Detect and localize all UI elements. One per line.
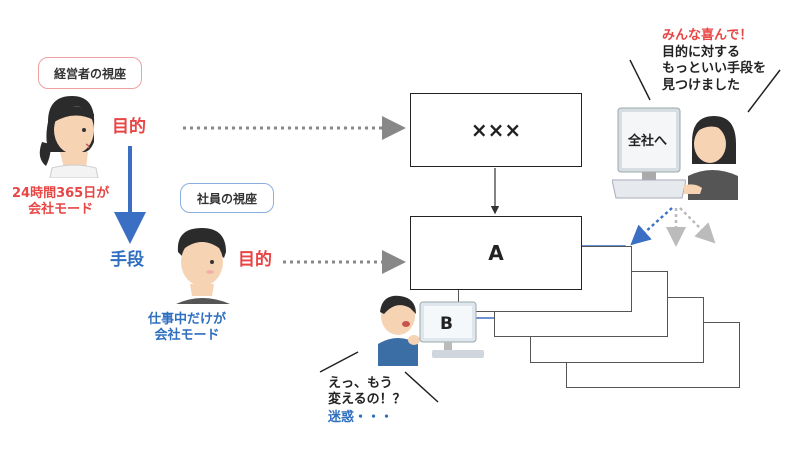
manager-viewpoint-label: 経営者の視座 [53, 66, 126, 81]
arrow-presenter-blue [630, 207, 673, 246]
manager-viewpoint-bubble: 経営者の視座 [38, 57, 142, 89]
presenter-quote: 目的に対する もっといい手段を 見つけました [662, 45, 767, 93]
arrow-presenter-gray-2 [679, 207, 716, 244]
speech-line-worker-left [319, 351, 359, 373]
speech-line-left [629, 59, 651, 101]
a-box-label: A [488, 241, 504, 265]
employee-viewpoint-label: 社員の視座 [196, 191, 257, 206]
employee-viewpoint-bubble: 社員の視座 [180, 183, 274, 213]
manager-mode-label: 24時間365日が 会社モード [12, 186, 110, 218]
manager-goal-label: 目的 [112, 117, 146, 137]
speech-line-worker-right [404, 371, 439, 403]
xxx-box-label: ××× [470, 118, 522, 142]
worker-computer-icon [419, 301, 484, 358]
speech-line-right [747, 69, 781, 113]
a-box: A [410, 216, 582, 290]
presenter-exclaim: みんな喜んで！ [662, 28, 753, 43]
worker-avatar-icon [378, 295, 420, 366]
xxx-box: ××× [410, 93, 582, 167]
employee-mode-label: 仕事中だけが 会社モード [148, 312, 227, 344]
worker-screen-label: B [440, 314, 453, 334]
employee-avatar-icon [176, 228, 230, 304]
manager-avatar-icon [39, 96, 99, 178]
worker-annoyed: 迷惑・・・ [328, 410, 394, 425]
worker-quote: えっ、もう 変えるの！？ [328, 376, 406, 408]
presenter-computer-icon [612, 107, 686, 199]
employee-goal-label: 目的 [238, 250, 272, 270]
employee-means-label: 手段 [110, 250, 144, 270]
presenter-avatar-icon [684, 116, 738, 200]
presenter-screen-label: 全社へ [628, 134, 668, 149]
